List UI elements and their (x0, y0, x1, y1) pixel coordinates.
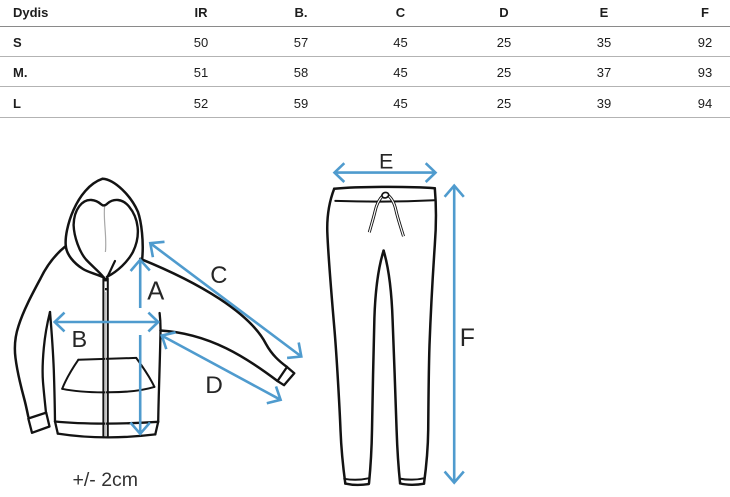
svg-text:B: B (71, 326, 87, 352)
svg-text:D: D (205, 372, 223, 399)
svg-text:C: C (210, 262, 227, 289)
svg-text:A: A (147, 277, 164, 305)
svg-text:E: E (379, 150, 393, 174)
svg-text:+/- 2cm: +/- 2cm (73, 469, 139, 491)
svg-text:F: F (460, 325, 475, 352)
